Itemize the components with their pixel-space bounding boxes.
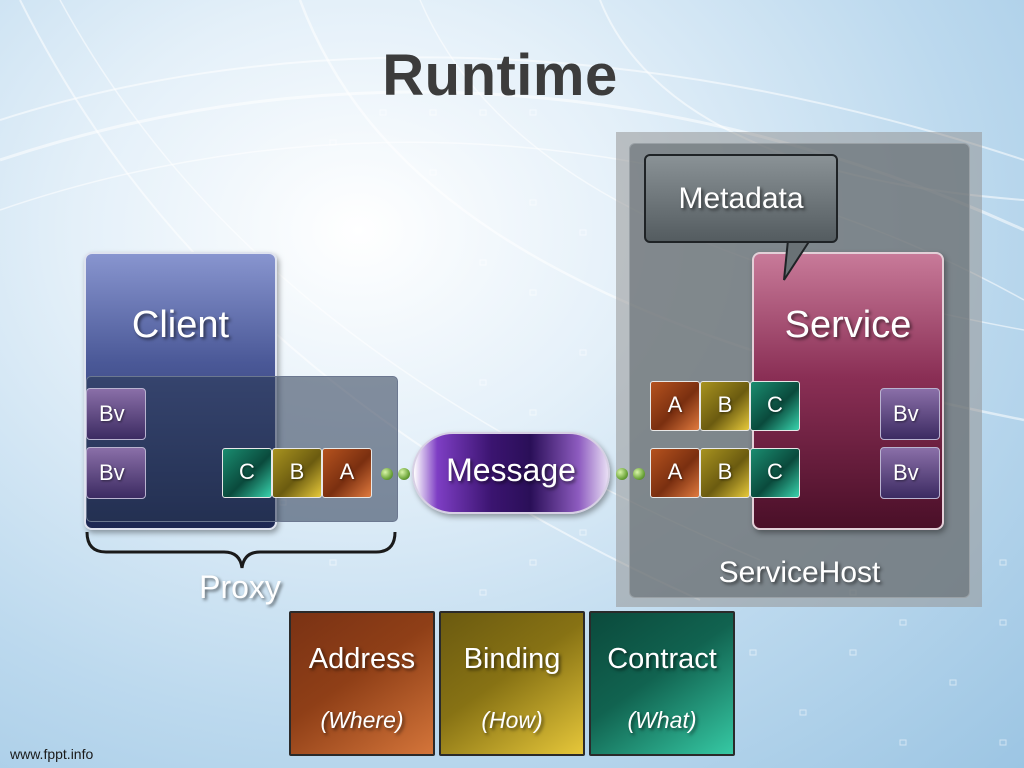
legend-binding-title: Binding: [463, 643, 561, 675]
metadata-box: [644, 154, 838, 243]
client-behavior-chip: Bv: [86, 447, 146, 499]
service-address-chip: A: [650, 381, 700, 431]
connector-dot: [398, 468, 410, 480]
client-behavior-chip: Bv: [86, 388, 146, 440]
service-behavior-chip: Bv: [880, 388, 940, 440]
client-binding-chip: B: [272, 448, 322, 498]
service-contract-chip: C: [750, 448, 800, 498]
legend-binding-box: [439, 611, 585, 756]
metadata-label: Metadata: [678, 182, 804, 215]
service-binding-chip: B: [700, 448, 750, 498]
message-label: Message: [446, 452, 576, 488]
footer-url: www.fppt.info: [10, 746, 94, 762]
legend-address-box: [289, 611, 435, 756]
legend-address-title: Address: [308, 643, 416, 675]
message-capsule: [412, 432, 610, 514]
connector-dot: [381, 468, 393, 480]
proxy-brace: [85, 531, 397, 569]
service-behavior-chip: Bv: [880, 447, 940, 499]
legend-contract-box: [589, 611, 735, 756]
service-label: Service: [784, 304, 912, 346]
legend-binding-subtitle: (How): [481, 707, 543, 733]
legend-contract-subtitle: (What): [627, 707, 697, 733]
service-binding-chip: B: [700, 381, 750, 431]
page-title: Runtime: [382, 43, 618, 108]
metadata-callout-pointer: [783, 238, 812, 281]
service-contract-chip: C: [750, 381, 800, 431]
service-host-label: ServiceHost: [718, 556, 881, 589]
client-contract-chip: C: [222, 448, 272, 498]
legend-address-subtitle: (Where): [320, 707, 404, 733]
client-label: Client: [131, 304, 230, 346]
proxy-label: Proxy: [199, 569, 281, 605]
connector-dot: [633, 468, 645, 480]
service-address-chip: A: [650, 448, 700, 498]
connector-dot: [616, 468, 628, 480]
legend-contract-title: Contract: [607, 643, 717, 675]
client-address-chip: A: [322, 448, 372, 498]
